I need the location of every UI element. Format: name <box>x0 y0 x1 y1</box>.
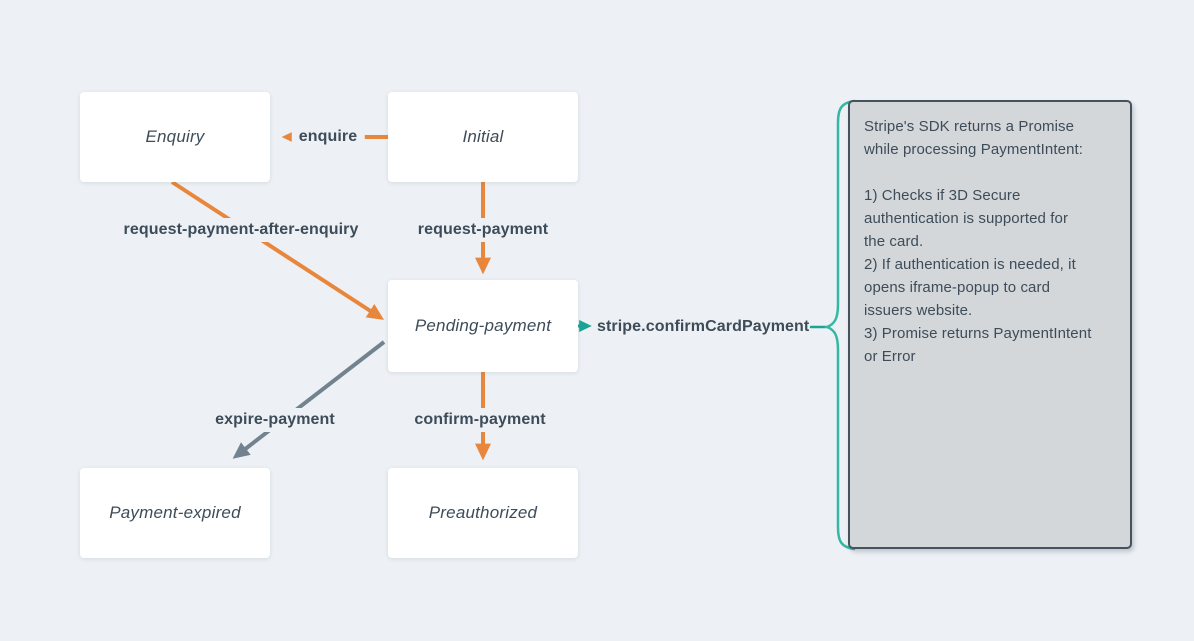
state-node-initial: Initial <box>388 92 578 182</box>
edge-expire-payment-arrow <box>232 340 386 459</box>
callout-label: stripe.confirmCardPayment <box>597 318 810 335</box>
edge-label-expire-payment: expire-payment <box>208 408 342 432</box>
state-node-preauthorized: Preauthorized <box>388 468 578 558</box>
edge-label-request-payment-after-enquiry: request-payment-after-enquiry <box>116 218 366 242</box>
edge-label-enquire: enquire <box>291 125 365 149</box>
state-node-enquiry: Enquiry <box>80 92 270 182</box>
state-node-payment-expired: Payment-expired <box>80 468 270 558</box>
edge-request-payment-after-enquiry-arrow <box>170 180 385 320</box>
edge-label-request-payment: request-payment <box>410 218 556 242</box>
edge-label-confirm-payment: confirm-payment <box>407 408 553 432</box>
state-node-pending-payment: Pending-payment <box>388 280 578 372</box>
annotation-note: Stripe's SDK returns a Promise while pro… <box>848 100 1132 549</box>
curly-brace-icon <box>823 99 856 551</box>
